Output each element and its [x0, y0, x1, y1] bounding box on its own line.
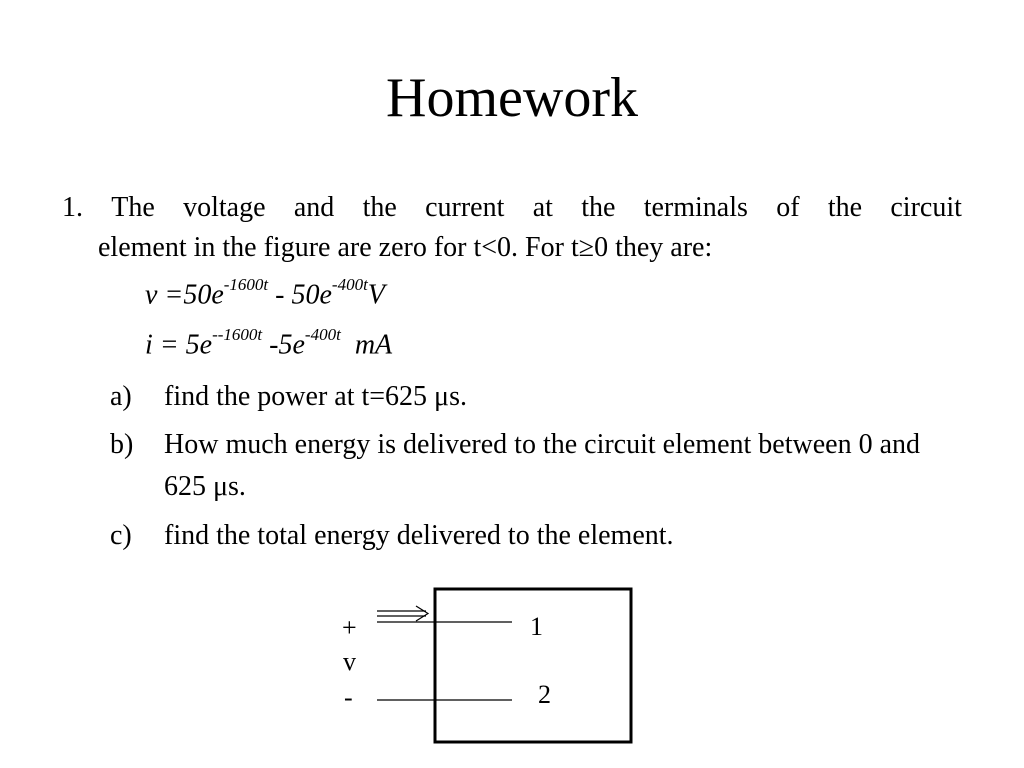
current-eq-lhs: i = 5e — [145, 329, 213, 361]
slide-title: Homework — [386, 67, 638, 129]
voltage-eq-exponent-1: -1600t — [223, 275, 269, 294]
question-item-c: c) find the total energy delivered to th… — [110, 515, 930, 557]
terminal-2-label: 2 — [538, 680, 551, 709]
terminal-1-label: 1 — [530, 612, 543, 641]
problem-word: at — [532, 192, 553, 223]
voltage-label: v — [343, 647, 356, 676]
problem-statement: 1. The voltage and the current at the te… — [62, 188, 962, 268]
current-eq-unit: mA — [340, 329, 393, 361]
problem-word: circuit — [890, 192, 962, 223]
problem-word: the — [827, 192, 863, 223]
item-marker: b) — [110, 429, 134, 460]
problem-word: current — [425, 192, 505, 223]
problem-word: voltage — [183, 192, 266, 223]
current-arrow-icon — [377, 605, 430, 622]
problem-word: the — [362, 192, 397, 223]
current-eq-mid: -5e — [262, 329, 305, 361]
problem-word: and — [293, 192, 335, 223]
problem-word: of — [776, 192, 800, 223]
voltage-eq-mid: - 50e — [268, 279, 332, 311]
question-item-a: a) find the power at t=625 μs. — [110, 376, 930, 418]
problem-word: The — [111, 192, 155, 223]
problem-word: 1. — [62, 192, 83, 223]
problem-word: the — [581, 192, 616, 223]
item-marker: c) — [110, 520, 132, 551]
polarity-minus-label: - — [344, 683, 353, 712]
current-eq-exponent-2: -400t — [304, 325, 341, 344]
problem-line-2: element in the figure are zero for t<0. … — [98, 232, 713, 263]
question-item-b: b) How much energy is delivered to the c… — [110, 424, 930, 508]
item-text: find the total energy delivered to the e… — [164, 520, 674, 551]
item-text: How much energy is delivered to the circ… — [164, 429, 920, 502]
current-equation: i = 5e--1600t -5e-400t mA — [145, 325, 393, 361]
polarity-plus-label: + — [342, 613, 357, 642]
current-eq-exponent-1: --1600t — [212, 325, 263, 344]
problem-word: terminals — [643, 192, 748, 223]
item-marker: a) — [110, 381, 132, 412]
voltage-eq-unit: V — [367, 279, 385, 311]
voltage-equation: v =50e-1600t - 50e-400tV — [145, 275, 385, 311]
voltage-eq-exponent-2: -400t — [331, 275, 368, 294]
item-text: find the power at t=625 μs. — [164, 381, 467, 412]
voltage-eq-lhs: v =50e — [145, 279, 224, 311]
problem-line-1: 1. The voltage and the current at the te… — [62, 188, 962, 228]
